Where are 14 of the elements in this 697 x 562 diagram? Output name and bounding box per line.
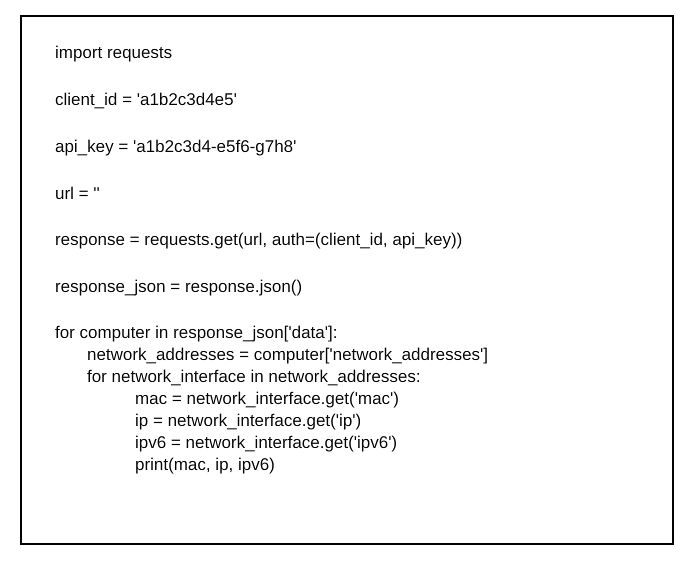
code-line: response = requests.get(url, auth=(client_id, api_key))	[55, 230, 462, 250]
code-line: ipv6 = network_interface.get('ipv6')	[135, 433, 398, 453]
code-line: mac = network_interface.get('mac')	[135, 389, 399, 409]
code-panel	[20, 15, 674, 545]
code-line: print(mac, ip, ipv6)	[135, 455, 275, 475]
code-line: ip = network_interface.get('ip')	[135, 411, 362, 431]
code-line: network_addresses = computer['network_addresses']	[87, 345, 488, 365]
code-line: url = ''	[55, 184, 100, 204]
code-line: api_key = 'a1b2c3d4-e5f6-g7h8'	[55, 137, 296, 157]
code-line: for network_interface in network_addresses:	[87, 367, 421, 387]
code-line: response_json = response.json()	[55, 277, 302, 297]
code-line: client_id = 'a1b2c3d4e5'	[55, 90, 237, 110]
code-line: import requests	[55, 43, 172, 63]
code-line: for computer in response_json['data']:	[55, 323, 338, 343]
